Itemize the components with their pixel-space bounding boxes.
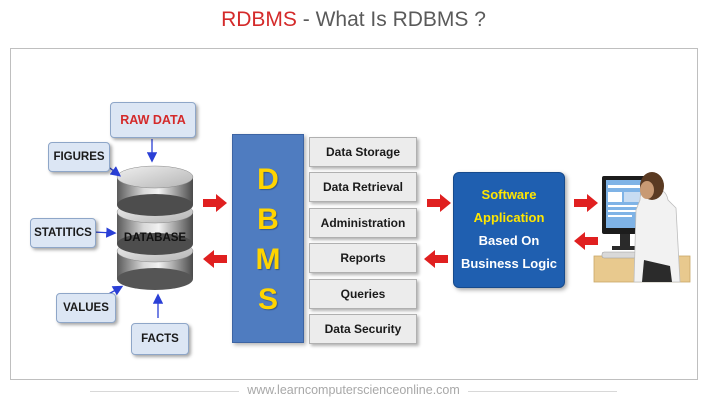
database-label: DATABASE: [123, 232, 187, 244]
footer-url: www.learncomputerscienceonline.com: [0, 383, 707, 397]
function-data-storage: Data Storage: [309, 137, 417, 167]
dbms-letter-d: D: [257, 163, 279, 196]
user-computer-icon: [593, 172, 691, 283]
facts-tag: FACTS: [131, 323, 189, 355]
database-cylinder-icon: [116, 165, 194, 290]
arrow-app-to-funcs: [424, 250, 448, 268]
statitics-tag: STATITICS: [30, 218, 96, 248]
app-line-based-on: Based On: [478, 233, 540, 248]
function-reports: Reports: [309, 243, 417, 273]
arrow-funcs-to-app: [427, 194, 451, 212]
app-line-business-logic: Business Logic: [460, 256, 558, 271]
function-queries: Queries: [309, 279, 417, 309]
page-title: RDBMS - What Is RDBMS ?: [0, 8, 707, 32]
dbms-column: D B M S: [232, 134, 304, 343]
raw-data-tag: RAW DATA: [110, 102, 196, 138]
arrow-statitics-db: [92, 227, 117, 238]
title-rest: - What Is RDBMS ?: [296, 8, 486, 31]
values-tag: VALUES: [56, 293, 116, 323]
software-application-box: Software Application Based On Business L…: [453, 172, 565, 288]
arrow-dbms-to-db: [203, 250, 227, 268]
arrow-db-to-dbms: [203, 194, 227, 212]
footer-url-text: www.learncomputerscienceonline.com: [239, 383, 468, 397]
dbms-letter-s: S: [257, 283, 278, 316]
app-line-application: Application: [473, 210, 545, 225]
title-accent: RDBMS: [221, 8, 297, 31]
dbms-letter-m: M: [255, 243, 281, 276]
arrow-app-to-user: [574, 194, 598, 212]
function-data-security: Data Security: [309, 314, 417, 344]
app-line-software: Software: [481, 187, 537, 202]
figures-tag: FIGURES: [48, 142, 110, 172]
function-data-retrieval: Data Retrieval: [309, 172, 417, 202]
function-administration: Administration: [309, 208, 417, 238]
dbms-letter-b: B: [257, 203, 279, 236]
arrow-user-to-app: [574, 232, 598, 250]
